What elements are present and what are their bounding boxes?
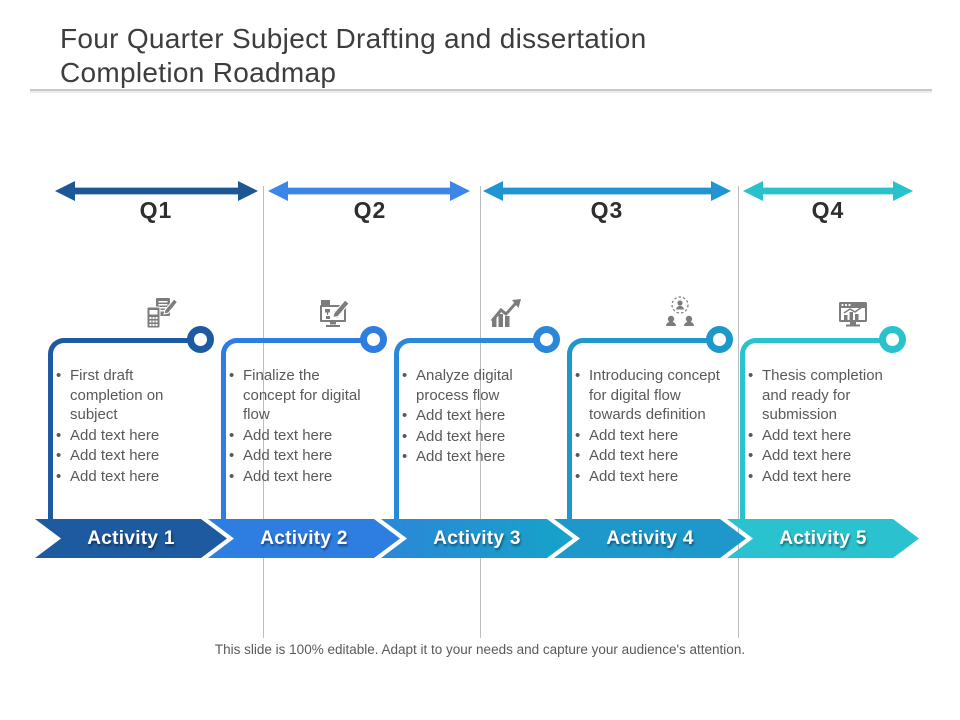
card-frame-5 — [740, 338, 893, 524]
bullet-item: Introducing concept for digital flow tow… — [573, 366, 721, 425]
bullet-item: Add text here — [746, 446, 894, 466]
bullet-item: Add text here — [54, 426, 202, 446]
card-frame-1 — [48, 338, 201, 524]
web-analytics-chart-icon — [833, 294, 873, 334]
title-divider — [30, 89, 932, 91]
bullet-item: Add text here — [227, 467, 375, 487]
activity-banner-4: Activity 4 — [554, 519, 746, 558]
activity-banner-1: Activity 1 — [35, 519, 227, 558]
card-bullets-1: First draft completion on subject Add te… — [54, 366, 202, 487]
growth-chart-arrow-icon — [487, 294, 527, 334]
bullet-item: Add text here — [573, 426, 721, 446]
activity-banner-5: Activity 5 — [727, 519, 919, 558]
card-bullets-3: Analyze digital process flow Add text he… — [400, 366, 548, 468]
bullet-item: Add text here — [746, 467, 894, 487]
bullet-item: Add text here — [400, 447, 548, 467]
page-title: Four Quarter Subject Drafting and disser… — [60, 23, 647, 88]
bullet-item: First draft completion on subject — [54, 366, 202, 425]
activity-banner-label: Activity 5 — [779, 527, 867, 549]
bullet-item: Add text here — [573, 467, 721, 487]
card-bullets-5: Thesis completion and ready for submissi… — [746, 366, 894, 487]
team-hierarchy-icon — [660, 294, 700, 334]
bullet-item: Thesis completion and ready for submissi… — [746, 366, 894, 425]
card-frame-2 — [221, 338, 374, 524]
activity-banner-label: Activity 3 — [433, 527, 521, 549]
bullet-item: Add text here — [54, 446, 202, 466]
activity-banner-label: Activity 1 — [87, 527, 175, 549]
bullet-item: Add text here — [400, 406, 548, 426]
bullet-item: Add text here — [227, 426, 375, 446]
quarter-label-q1: Q1 — [139, 197, 173, 223]
activity-banner-label: Activity 2 — [260, 527, 348, 549]
bullet-item: Add text here — [227, 446, 375, 466]
quarter-label-q3: Q3 — [590, 197, 624, 223]
card-node-5 — [879, 326, 906, 353]
quarter-label-q4: Q4 — [811, 197, 845, 223]
bullet-item: Add text here — [573, 446, 721, 466]
bullet-item: Add text here — [400, 427, 548, 447]
card-node-1 — [187, 326, 214, 353]
card-bullets-2: Finalize the concept for digital flow Ad… — [227, 366, 375, 487]
card-node-2 — [360, 326, 387, 353]
footer-note: This slide is 100% editable. Adapt it to… — [214, 642, 746, 657]
bullet-item: Add text here — [746, 426, 894, 446]
card-bullets-4: Introducing concept for digital flow tow… — [573, 366, 721, 487]
card-frame-3 — [394, 338, 547, 524]
bullet-item: Add text here — [54, 467, 202, 487]
card-node-4 — [706, 326, 733, 353]
quarter-label-q2: Q2 — [353, 197, 387, 223]
card-node-3 — [533, 326, 560, 353]
bullet-item: Finalize the concept for digital flow — [227, 366, 375, 425]
calculator-document-pencil-icon — [141, 294, 181, 334]
quarter-divider — [738, 186, 739, 638]
concept-design-pencil-icon — [314, 294, 354, 334]
activity-banner-3: Activity 3 — [381, 519, 573, 558]
activity-banner-label: Activity 4 — [606, 527, 694, 549]
card-frame-4 — [567, 338, 720, 524]
activity-banner-2: Activity 2 — [208, 519, 400, 558]
bullet-item: Analyze digital process flow — [400, 366, 548, 405]
